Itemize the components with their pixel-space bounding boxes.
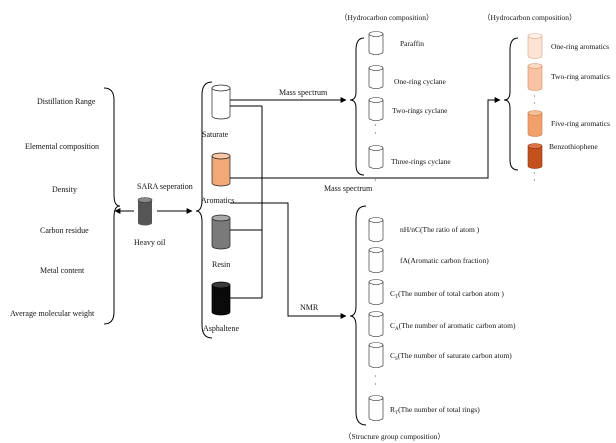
nmr-item-ct: CT(The number of total carbon atom ): [390, 289, 504, 300]
one-ring-cyclane-label: One-ring cyclane: [394, 77, 447, 86]
benzothiophene-cylinder: [527, 143, 543, 169]
paraffin-cylinder: [368, 31, 384, 55]
cs-cylinder: [368, 342, 384, 368]
saturate-label: Saturate: [202, 130, 229, 139]
nmr-item-ca: CA(The number of aromatic carbon atom): [390, 321, 516, 332]
property-metal-content: Metal content: [40, 266, 85, 275]
nmr-ellipsis-2: ·: [374, 380, 377, 389]
property-distillation-range: Distillation Range: [37, 97, 96, 106]
sara-bracket: [195, 81, 213, 339]
saturate-cylinder: [211, 84, 231, 120]
benzothiophene-label: Benzothiophene: [549, 142, 598, 151]
three-rings-cyclane-label: Three-rings cyclane: [391, 157, 451, 166]
one-ring-aromatics-cylinder: [527, 33, 543, 59]
nmr-item-nh-nc: nH/nC(The ratio of atom ): [400, 225, 480, 234]
one-ring-aromatics-label: One-ring aromatics: [551, 42, 609, 51]
aromatics-ellipsis-2: ·: [533, 99, 536, 108]
property-density: Density: [52, 185, 77, 194]
mass-spectrum-label-mid: Mass spectrum: [324, 184, 373, 193]
nmr-arrow: [230, 202, 347, 319]
structure-group-footer: （Structure group composition）: [344, 432, 445, 441]
aromatics-ellipsis-4: ·: [533, 176, 536, 185]
nmr-item-rt: RT(The number of total rings): [390, 405, 480, 416]
heavy-oil-cylinder: [137, 197, 153, 226]
saturate-ellipsis-2: ·: [374, 129, 377, 138]
five-ring-aromatics-label: Five-ring aromatics: [551, 119, 610, 128]
nmr-item-fa: fA(Aromatic carbon fraction): [400, 256, 489, 265]
aromatics-ellipsis-1: ·: [533, 92, 536, 101]
saturate-composition-bracket: [349, 37, 365, 176]
ct-cylinder: [368, 279, 384, 305]
property-carbon-residue: Carbon residue: [40, 226, 89, 235]
two-ring-aromatics-cylinder: [527, 63, 543, 91]
resin-cylinder: [211, 214, 231, 250]
nh-nc-cylinder: [368, 217, 384, 242]
fa-cylinder: [368, 247, 384, 273]
asphaltene-label: Asphaltene: [203, 324, 239, 333]
one-ring-cyclane-cylinder: [368, 65, 384, 89]
aromatics-cylinder: [211, 152, 231, 187]
mass-spectrum-label-top: Mass spectrum: [279, 88, 328, 97]
three-rings-cyclane-cylinder: [368, 145, 384, 169]
two-ring-aromatics-label: Two-ring aromatics: [551, 72, 610, 81]
ca-cylinder: [368, 311, 384, 337]
aromatics-ellipsis-3: ·: [533, 169, 536, 178]
property-bracket: [103, 87, 121, 325]
two-rings-cyclane-cylinder: [368, 97, 384, 121]
hydrocarbon-header-aromatics: （Hydrocarbon composition）: [483, 13, 577, 22]
rt-cylinder: [368, 395, 384, 421]
heavy-oil-label: Heavy oil: [134, 238, 166, 247]
property-elemental-composition: Elemental composition: [25, 142, 99, 151]
sara-separation-label: SARA seperation: [137, 182, 193, 191]
mass-spectrum-arrow-mid: [230, 97, 501, 179]
paraffin-label: Paraffin: [400, 39, 424, 48]
property-average-molecular-weight: Average molecular weight: [10, 309, 95, 318]
aromatics-label: Aromatics: [201, 196, 234, 205]
two-rings-cyclane-label: Two-rings cyclane: [392, 106, 448, 115]
saturate-ellipsis-3: ·: [374, 176, 377, 185]
nmr-ellipsis-1: ·: [374, 372, 377, 381]
asphaltene-cylinder: [211, 281, 231, 316]
property-list: Distillation Range Elemental composition…: [10, 97, 99, 318]
five-ring-aromatics-cylinder: [527, 110, 543, 137]
aromatics-composition-bracket: [503, 37, 519, 171]
nmr-label: NMR: [300, 303, 319, 312]
nmr-cylinders: [368, 217, 384, 421]
resin-label: Resin: [212, 260, 230, 269]
hydrocarbon-header-saturate: （Hydrocarbon composition）: [340, 13, 434, 22]
nmr-bracket: [349, 205, 367, 426]
saturate-ellipsis-1: ·: [374, 121, 377, 130]
nmr-item-cs: CS(The number of saturate carbon atom): [390, 351, 512, 362]
